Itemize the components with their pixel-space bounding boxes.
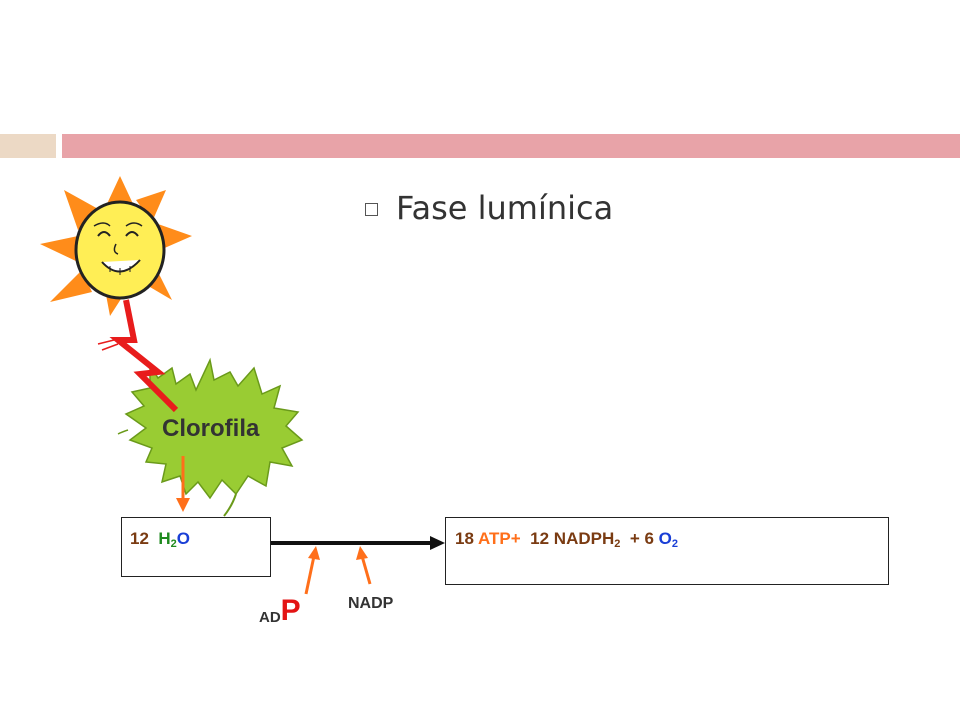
reaction-arrow	[271, 536, 445, 550]
adp-input-arrow	[304, 546, 320, 595]
adp-suffix: P	[280, 594, 301, 627]
leaf-to-water-arrow	[176, 456, 190, 512]
oxygen-coefficient: + 6	[629, 529, 654, 548]
atp-coefficient: 18	[455, 529, 474, 548]
leaf-icon	[117, 357, 304, 517]
nadph-subscript: 2	[614, 538, 621, 550]
nadp-label: NADP	[348, 595, 394, 612]
reactant-box	[121, 517, 271, 577]
products-box	[445, 517, 889, 585]
reactant-hydrogen-subscript: 2	[170, 538, 177, 550]
nadph-label: NADPH	[553, 529, 615, 548]
bullet-icon	[365, 203, 378, 216]
sun-icon	[40, 176, 192, 316]
oxygen-label: O	[658, 529, 672, 548]
adp-label: ADP	[259, 594, 301, 630]
header-bar-left	[0, 134, 56, 158]
atp-label: ATP+	[478, 529, 521, 548]
adp-prefix: AD	[259, 609, 281, 626]
reactant-hydrogen: H	[158, 529, 171, 548]
reactant-oxygen: O	[176, 529, 191, 548]
slide-title: Fase lumínica	[396, 189, 614, 227]
reactant-coefficient: 12	[130, 529, 149, 548]
nadph-coefficient: 12	[530, 529, 550, 548]
header-bar-right	[62, 134, 960, 158]
reactant-formula: 12 H2O	[130, 529, 190, 550]
leaf-label: Clorofila	[162, 415, 260, 442]
lightning-icon	[97, 299, 179, 413]
nadp-input-arrow	[356, 546, 372, 585]
products-formula: 18 ATP+ 12 NADPH2 + 6 O2	[455, 529, 678, 550]
oxygen-subscript: 2	[671, 538, 679, 550]
